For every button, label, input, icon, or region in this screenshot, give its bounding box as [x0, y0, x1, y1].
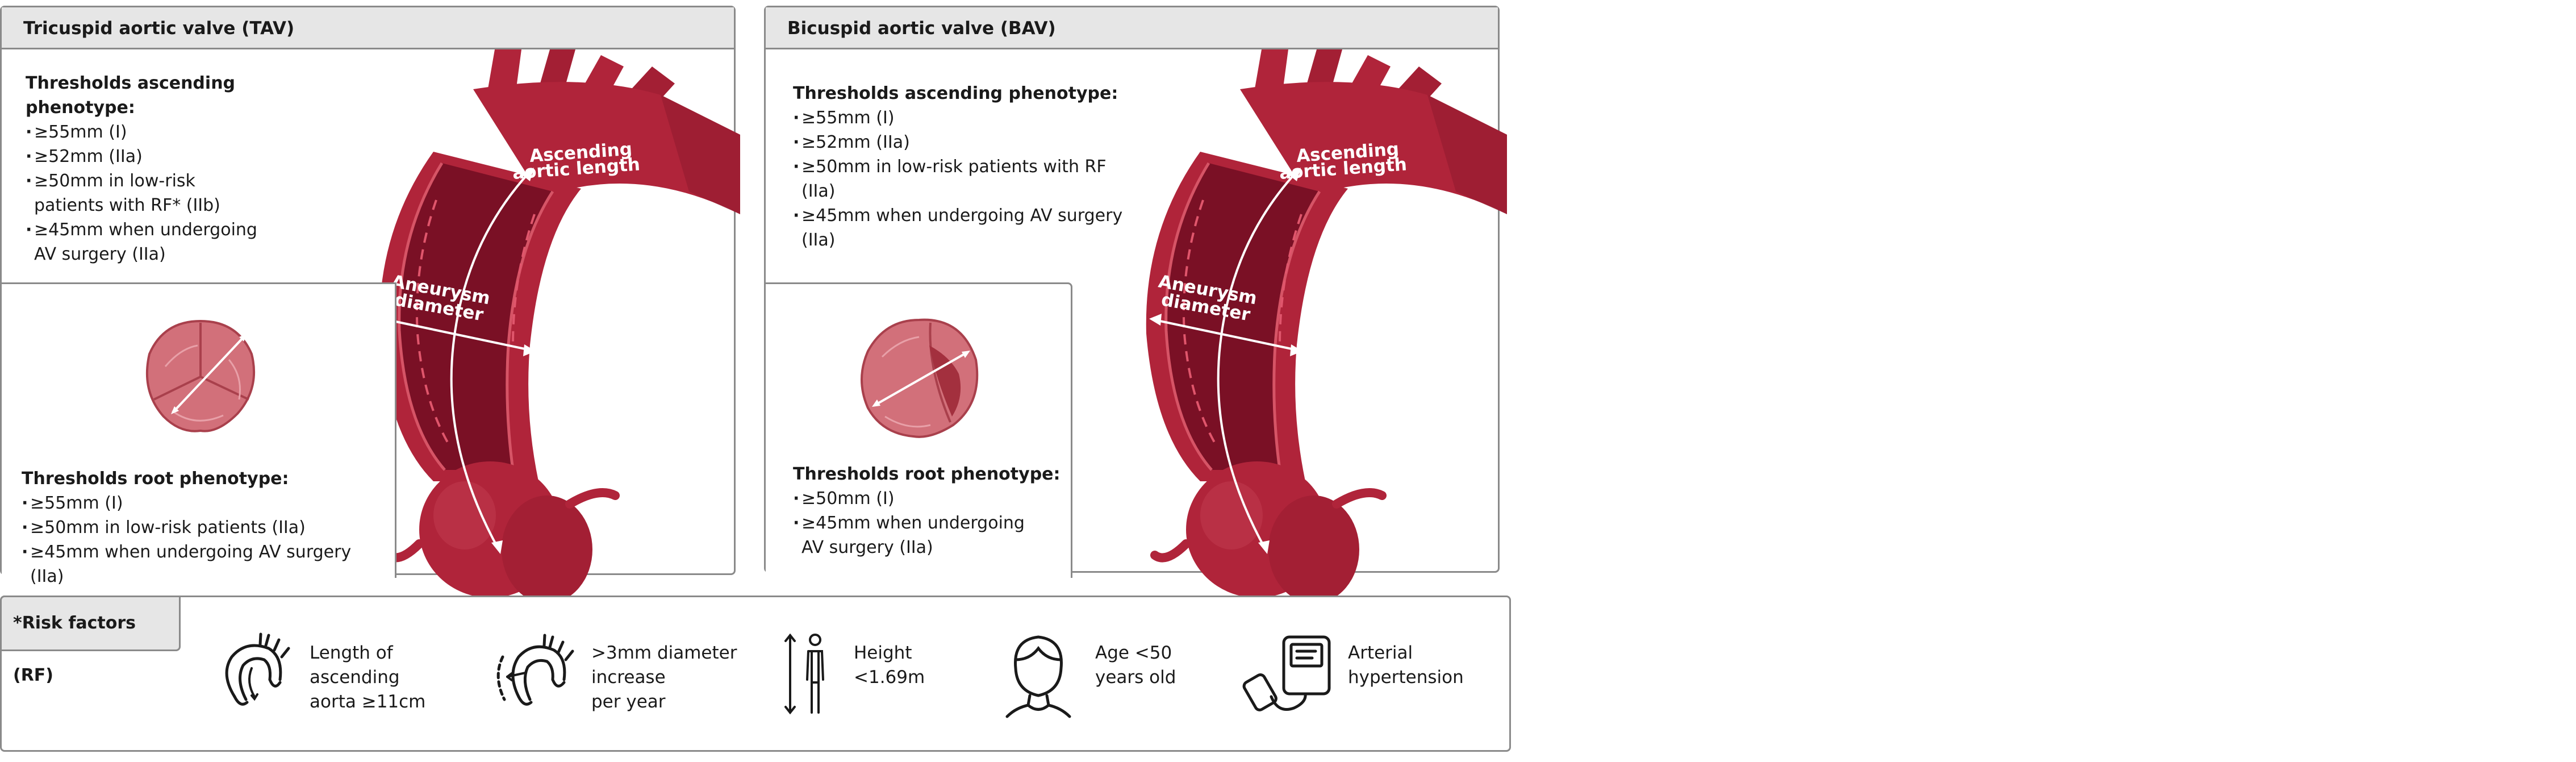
- bav-panel-title: Bicuspid aortic valve (BAV): [766, 7, 1498, 49]
- tav-ascending-item: ≥55mm (I): [26, 120, 344, 144]
- risk-factor-label: Arterial hypertension: [1348, 643, 1464, 688]
- tav-panel: Tricuspid aortic valve (TAV) Ascending a…: [0, 6, 736, 575]
- aorta-diameter-increase-icon: [496, 634, 574, 706]
- tav-valve-icon: [145, 319, 256, 432]
- tav-ascending-heading: Thresholds ascending phenotype:: [26, 73, 236, 118]
- risk-factor-height: Height <1.69m: [780, 628, 950, 731]
- risk-factor-age: Age <50 years old: [999, 628, 1192, 731]
- blood-pressure-monitor-icon: [1242, 635, 1331, 711]
- bav-root-heading: Thresholds root phenotype:: [793, 464, 1061, 484]
- tav-root-thresholds: Thresholds root phenotype: ≥55mm (I) ≥50…: [22, 467, 385, 589]
- risk-factor-label: >3mm diameter increase per year: [591, 643, 737, 712]
- bav-valve-icon: [861, 318, 979, 438]
- bav-ascending-heading: Thresholds ascending phenotype:: [793, 84, 1118, 103]
- face-age-icon: [1005, 635, 1071, 718]
- risk-factor-diameter-increase: >3mm diameter increase per year: [490, 628, 746, 731]
- risk-factor-label: Height <1.69m: [854, 643, 925, 688]
- tav-aorta-illustration: Ascending aortic length Aneurysm diamete…: [343, 49, 740, 575]
- bav-root-item: ≥50mm (I): [793, 486, 1066, 511]
- bav-root-item: ≥45mm when undergoing AV surgery (IIa): [793, 511, 1066, 560]
- tav-root-heading: Thresholds root phenotype:: [22, 469, 289, 489]
- bav-ascending-item: ≥45mm when undergoing AV surgery (IIa): [793, 203, 1134, 252]
- bav-root-thresholds: Thresholds root phenotype: ≥50mm (I) ≥45…: [793, 462, 1066, 560]
- bav-aorta-illustration: Ascending aortic length Aneurysm diamete…: [1109, 49, 1507, 575]
- tav-ascending-thresholds: Thresholds ascending phenotype: ≥55mm (I…: [26, 71, 344, 267]
- bav-ascending-item: ≥52mm (IIa): [793, 130, 1134, 155]
- tav-panel-title: Tricuspid aortic valve (TAV): [2, 7, 734, 49]
- risk-factors-box: *Risk factors (RF) Length of ascending a…: [0, 596, 1511, 752]
- bav-panel: Bicuspid aortic valve (BAV) Ascending ao…: [764, 6, 1500, 573]
- height-person-icon: [784, 633, 824, 715]
- risk-factor-hypertension: Arterial hypertension: [1242, 628, 1481, 731]
- risk-factor-label: Length of ascending aorta ≥11cm: [310, 643, 426, 712]
- risk-factor-aorta-length: Length of ascending aorta ≥11cm: [212, 628, 439, 731]
- risk-factor-label: Age <50 years old: [1095, 643, 1176, 688]
- tav-root-item: ≥55mm (I): [22, 491, 385, 515]
- tav-ascending-item: ≥52mm (IIa): [26, 144, 344, 169]
- risk-factors-title: *Risk factors (RF): [0, 596, 181, 685]
- tav-root-item: ≥50mm in low-risk patients (IIa): [22, 515, 385, 540]
- tav-ascending-item: ≥50mm in low-risk patients with RF* (IIb…: [26, 169, 344, 218]
- bav-ascending-item: ≥50mm in low-risk patients with RF (IIa): [793, 155, 1134, 203]
- tav-ascending-item: ≥45mm when undergoing AV surgery (IIa): [26, 218, 344, 267]
- tav-root-item: ≥45mm when undergoing AV surgery (IIa): [22, 540, 385, 589]
- aorta-length-icon: [225, 632, 290, 706]
- bav-ascending-item: ≥55mm (I): [793, 106, 1134, 130]
- bav-ascending-thresholds: Thresholds ascending phenotype: ≥55mm (I…: [793, 81, 1134, 252]
